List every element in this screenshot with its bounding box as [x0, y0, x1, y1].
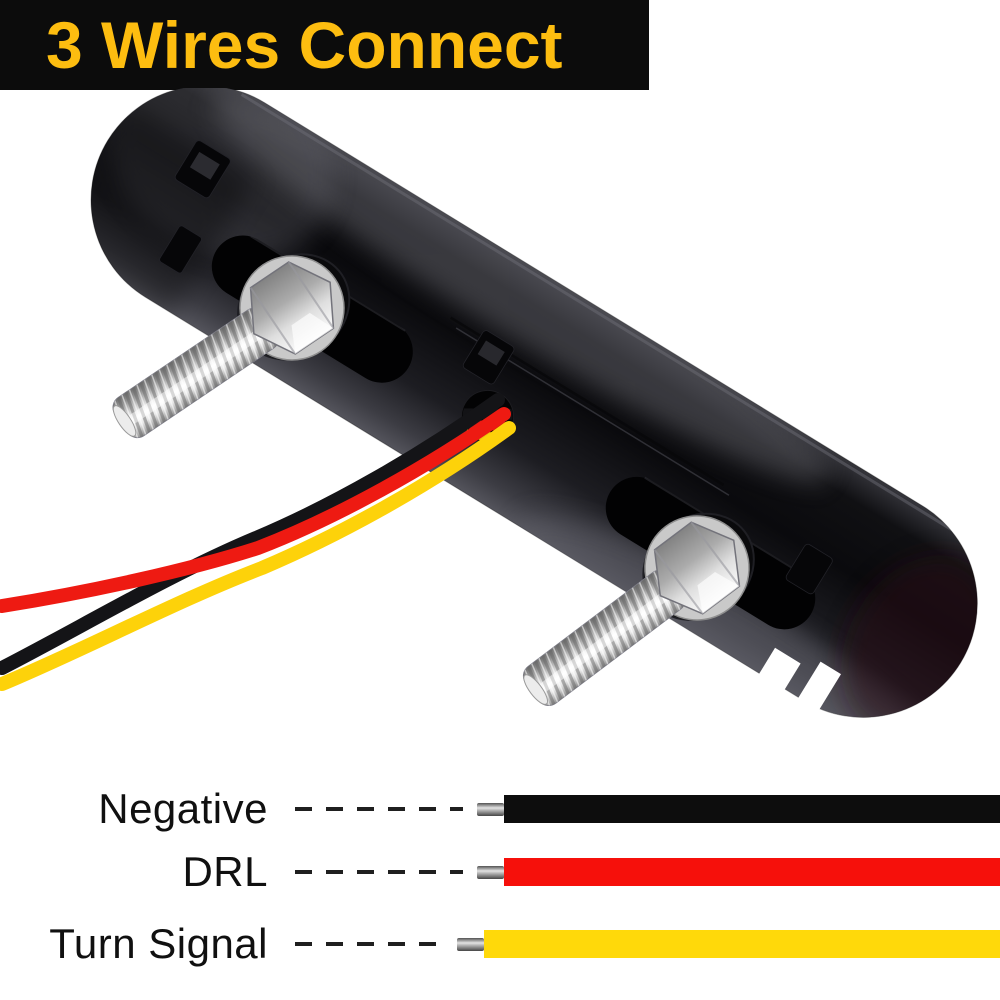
stud-tip — [112, 405, 137, 437]
turn-signal-wire — [0, 421, 516, 691]
wire-bar-turn-signal — [484, 930, 1000, 958]
legend-row-negative: Negative — [0, 788, 1000, 830]
banner-title: 3 Wires Connect — [46, 8, 563, 82]
dashed-connector — [295, 870, 463, 874]
drl-wire — [0, 407, 511, 613]
legend-row-turn-signal: Turn Signal — [0, 923, 1000, 965]
mounting-stud-right — [522, 512, 755, 707]
clip-tab-notch — [189, 151, 220, 180]
wire-tip — [477, 865, 504, 879]
wire-label: Negative — [98, 785, 268, 832]
wire-harness — [0, 393, 516, 691]
edge-notch — [793, 661, 842, 719]
wire-bar-drl — [504, 858, 1000, 886]
mounting-stud-left — [112, 253, 351, 439]
title-banner: 3 Wires Connect — [0, 0, 649, 90]
clip-tab-notch — [477, 340, 505, 366]
tail-light-photo — [0, 88, 997, 761]
wire-label: DRL — [182, 848, 268, 895]
edge-notch — [754, 647, 801, 698]
dashed-connector — [295, 942, 443, 946]
wire-label: Turn Signal — [49, 920, 268, 967]
stud-tip — [523, 674, 549, 705]
wire-bar-negative — [504, 795, 1000, 823]
legend-row-drl: DRL — [0, 851, 1000, 893]
housing-clip-tabs — [159, 140, 833, 595]
wire-tip — [477, 802, 504, 816]
negative-wire — [0, 393, 505, 675]
wire-tip — [457, 937, 484, 951]
dashed-connector — [295, 807, 463, 811]
